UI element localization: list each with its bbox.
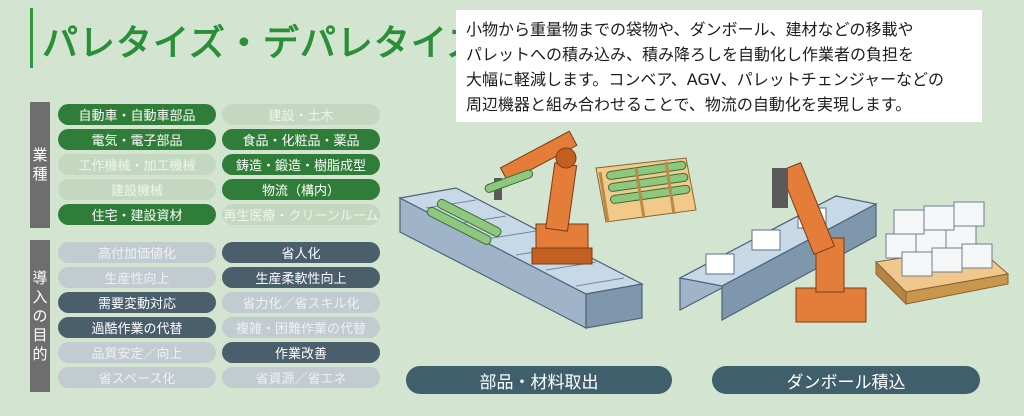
purpose-tag: 高付加価値化	[58, 242, 216, 263]
industry-tag: 住宅・建設資材	[58, 204, 216, 225]
parts-picking-case-button[interactable]: 部品・材料取出	[406, 366, 672, 394]
industries-label: 業 種	[30, 102, 50, 228]
description-box: 小物から重量物までの袋物や、ダンボール、建材などの移載や パレットへの積み込み、…	[456, 10, 982, 122]
description-line: 周辺機器と組み合わせることで、物流の自動化を実現します。	[466, 95, 912, 114]
description-line: 小物から重量物までの袋物や、ダンボール、建材などの移載や	[466, 20, 914, 39]
gripper-icon	[772, 168, 788, 208]
label-char: 目	[32, 325, 48, 344]
box-stack-icon	[885, 201, 993, 277]
industry-tag: 建設機械	[58, 179, 216, 200]
industry-tag: 鋳造・鍛造・樹脂成型	[222, 154, 380, 175]
tube-parts-icon	[426, 198, 502, 245]
label-char: 業	[32, 146, 48, 164]
purpose-tag: 省スペース化	[58, 367, 216, 388]
label-char: 入	[32, 287, 48, 306]
label-char: 導	[32, 268, 48, 287]
label-char: 種	[32, 165, 48, 183]
label-char: 的	[32, 344, 48, 363]
parts-picking-illustration	[398, 130, 697, 329]
purposes-label: 導 入 の 目 的	[30, 240, 50, 392]
conveyor-end	[585, 283, 643, 329]
robot-upper-arm	[499, 130, 578, 183]
purpose-tag: 需要変動対応	[58, 292, 216, 313]
industry-tag: 物流（構内）	[222, 179, 380, 200]
robot-lower-arm	[545, 162, 578, 232]
box-loading-illustration	[678, 162, 1010, 323]
purpose-tag: 品質安定／向上	[58, 342, 216, 363]
box-loading-case-button[interactable]: ダンボール積込	[712, 366, 980, 394]
tube-crate-icon	[595, 157, 697, 223]
industry-tag: 再生医療・クリーンルーム	[222, 204, 380, 225]
robot-base	[795, 287, 867, 323]
industry-tag: 電気・電子部品	[58, 129, 216, 150]
purpose-tag: 作業改善	[222, 342, 380, 363]
purpose-tag: 生産柔軟性向上	[222, 267, 380, 288]
industry-tag: 工作機械・加工機械	[58, 154, 216, 175]
description-line: パレットへの積み込み、積み降ろしを自動化し作業者の負担を	[466, 45, 915, 64]
purpose-tag: 省人化	[222, 242, 380, 263]
purpose-tag: 生産性向上	[58, 267, 216, 288]
page-title: パレタイズ・デパレタイズ	[42, 23, 484, 64]
industry-tag: 自動車・自動車部品	[58, 104, 216, 125]
industry-tag: 食品・化粧品・薬品	[222, 129, 380, 150]
robot-upper-arm	[779, 162, 836, 256]
purpose-tag: 過酷作業の代替	[58, 317, 216, 338]
description-line: 大幅に軽減します。コンベア、AGV、パレットチェンジャーなどの	[466, 70, 945, 89]
title-accent-bar	[30, 8, 33, 68]
label-char: の	[32, 306, 48, 325]
purpose-tag: 省資源／省エネ	[222, 367, 380, 388]
purpose-tag: 複雑・困難作業の代替	[222, 317, 380, 338]
purpose-tag: 省力化／省スキル化	[222, 292, 380, 313]
industry-tag: 建設・土木	[222, 104, 380, 125]
